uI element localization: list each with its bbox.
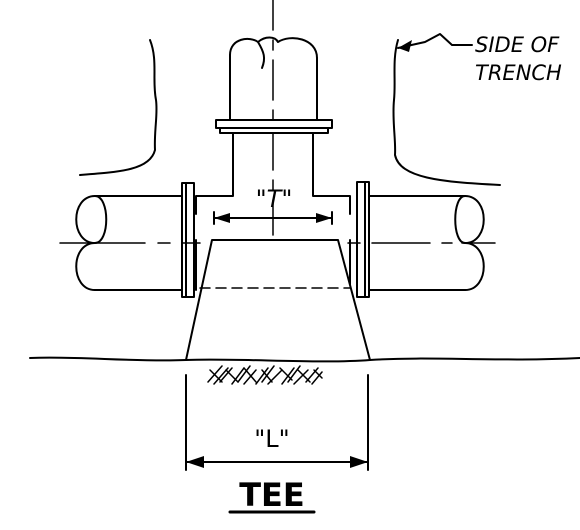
dimension-t [213,211,333,225]
ground-line [29,356,580,363]
right-flange [356,181,370,298]
dimension-t-label: "T" [256,185,293,213]
vertical-pipe [229,36,318,121]
dimension-l-label: "L" [254,425,289,453]
trench-wall-right [392,39,501,186]
side-of-trench-label-line1: SIDE OF [475,33,560,57]
top-flange [215,119,333,134]
undisturbed-soil-hatch [207,365,323,385]
thrust-block [185,239,371,361]
trench-wall-left [79,39,158,176]
trench-leader-arrow [397,33,473,52]
side-of-trench-label-line2: TRENCH [475,61,562,85]
left-flange [181,182,195,298]
dimension-l [185,374,369,471]
drawing-title: TEE [239,476,305,514]
